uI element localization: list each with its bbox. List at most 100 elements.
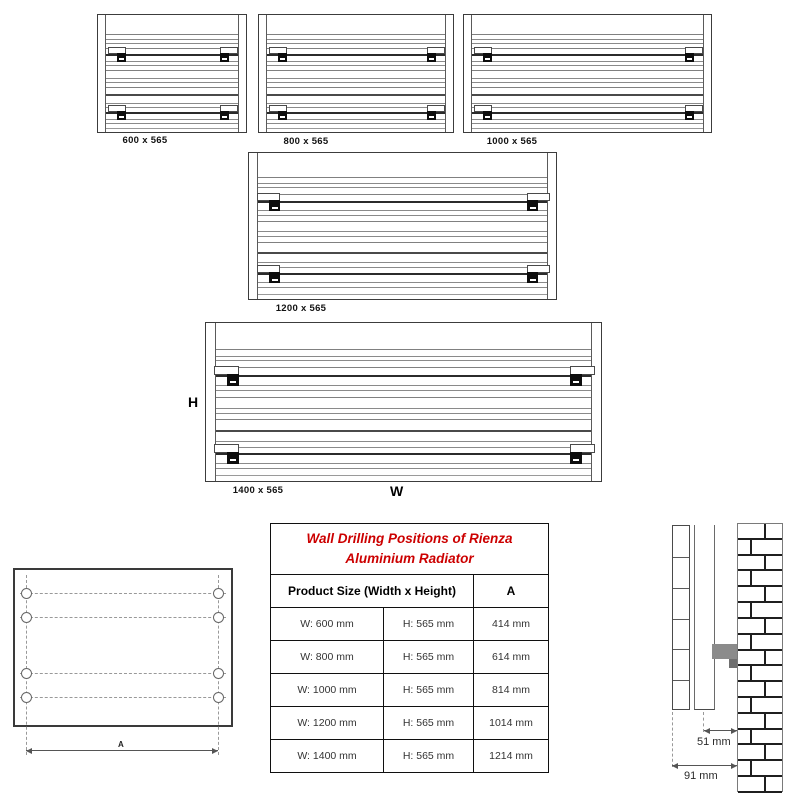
mounting-bracket-icon [269,200,280,211]
radiator-size-label: 600 x 565 [122,135,168,146]
bracket-slot [280,116,285,118]
radiator-size-label: 1400 x 565 [232,485,284,496]
mounting-bracket-icon [570,374,582,386]
radiator-slat-line [106,87,238,88]
radiator-slat-line [267,112,445,114]
bracket-slot [119,116,124,118]
mounting-bracket-icon [227,374,239,386]
dimension-line-91 [672,765,737,766]
table-cell-width: W: 1400 mm [270,739,384,773]
bracket-clip-icon [257,265,280,273]
dimension-arrow-icon [212,747,218,754]
radiator-slat-line [216,463,591,464]
radiator-slat-line [106,82,238,83]
fin-divider [673,557,689,559]
table-header-product-size: Product Size (Width x Height) [270,574,474,608]
brick-row [738,697,782,714]
radiator-slat-line [258,183,547,184]
bracket-clip-icon [527,265,550,273]
radiator-slat-line [267,103,445,104]
radiator-slat-line [106,123,238,124]
radiator-slat-line [216,397,591,398]
mounting-bracket-icon [483,111,492,120]
radiator-slat-line [106,43,238,44]
radiator-slat-line [267,119,445,120]
bracket-clip-icon [220,47,238,54]
brick-joint-icon [764,650,767,665]
table-cell-a: 614 mm [472,640,550,674]
centerline-horizontal [20,673,226,674]
dimension-arrow-icon [731,727,737,734]
radiator-slat-line [267,61,445,62]
fin-divider [673,619,689,621]
centerline-horizontal [20,593,226,594]
radiator-slat-line [472,54,703,56]
brick-joint-icon [750,634,753,649]
side-rail-line [445,15,446,132]
radiator-slat-line [106,61,238,62]
bracket-rail-profile [694,525,715,710]
radiator-diagram [205,322,602,482]
mounting-bracket-icon [269,272,280,283]
brick-joint-icon [750,729,753,744]
brick-joint-icon [764,555,767,570]
radiator-slat-line [267,94,445,96]
radiator-slat-line [216,367,591,368]
table-cell-width: W: 600 mm [270,607,384,641]
radiator-slat-line [106,128,238,129]
radiator-slat-line [267,87,445,88]
radiator-slat-line [258,210,547,211]
bracket-clip-icon [570,444,595,453]
bracket-slot [485,116,490,118]
radiator-slat-line [267,43,445,44]
radiator-slat-line [258,177,547,178]
radiator-slat-line [267,107,445,108]
centerline-vertical [218,575,219,755]
brick-joint-icon [750,697,753,712]
dimension-arrow-icon [731,762,737,769]
centerline-horizontal [20,697,226,698]
radiator-slat-line [106,48,238,49]
radiator-slat-line [216,408,591,409]
mounting-bracket-icon [227,452,239,464]
side-rail-line [547,153,548,299]
radiator-slat-line [472,70,703,71]
bracket-slot [573,459,579,461]
brick-row [738,666,782,683]
mounting-bracket-icon [117,53,126,62]
bracket-slot [530,279,536,281]
bracket-clip-icon [214,366,239,375]
bracket-clip-icon [427,105,445,112]
radiator-size-label: 800 x 565 [283,136,329,147]
bracket-slot [429,58,434,60]
bracket-slot [530,207,536,209]
drill-hole [212,611,224,623]
bracket-slot [119,58,124,60]
radiator-slat-line [472,87,703,88]
mounting-bracket-icon [685,53,694,62]
drilling-template-outline [13,568,233,727]
bracket-slot [230,381,236,383]
bracket-slot [573,381,579,383]
bracket-slot [280,58,285,60]
bracket-slot [222,58,227,60]
table-cell-a: 1014 mm [472,706,550,740]
radiator-slat-line [216,430,591,432]
table-cell-height: H: 565 mm [383,739,474,773]
drill-hole [212,587,224,599]
radiator-slat-line [472,112,703,114]
brick-row [738,729,782,746]
bracket-slot [687,116,692,118]
radiator-slat-line [258,221,547,222]
brick-wall [737,523,783,793]
radiator-slat-line [472,107,703,108]
radiator-slat-line [472,34,703,35]
mounting-bracket-icon [427,53,436,62]
bracket-slot [272,207,278,209]
radiator-side-profile [672,525,690,710]
radiator-slat-line [258,287,547,288]
total-depth-label: 91 mm [684,770,718,782]
side-rail-line [591,323,592,481]
mounting-bracket-icon [570,452,582,464]
dimension-a-label: A [118,740,124,749]
